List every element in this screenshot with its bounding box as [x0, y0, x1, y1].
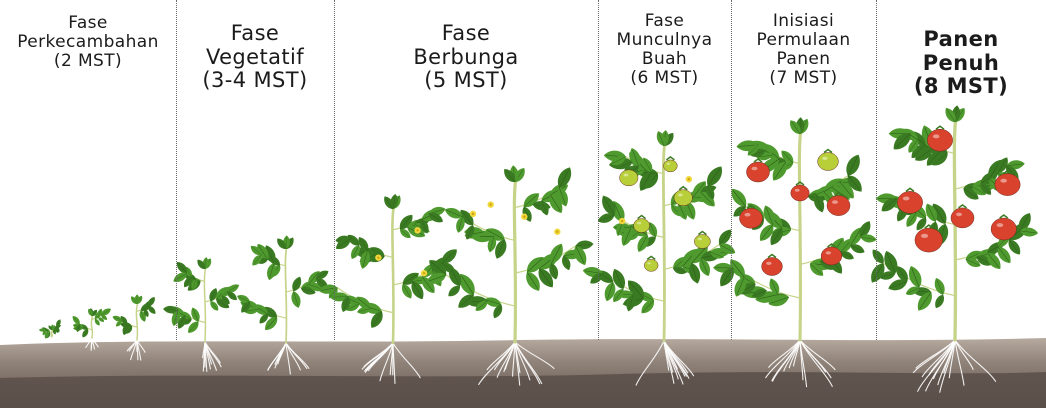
- stage-label-line: (2 MST): [0, 52, 176, 71]
- tomato-fruit-icon: [634, 219, 650, 233]
- stage-label-line: (8 MST): [876, 75, 1046, 99]
- stage-label-line: Vegetatif: [176, 46, 334, 70]
- tomato-fruit-icon: [827, 196, 850, 216]
- tomato-fruit-icon: [927, 129, 952, 151]
- stage-label-line: Perkecambahan: [0, 33, 176, 52]
- stage-label-germination: Fase Perkecambahan (2 MST): [0, 14, 176, 71]
- stage-label-line: Panen: [731, 50, 876, 69]
- tomato-plant-icon: [713, 117, 877, 340]
- tomato-fruit-icon: [620, 170, 638, 186]
- stage-label-fruiting: Fase Munculnya Buah (6 MST): [598, 12, 731, 88]
- stage-label-line: (6 MST): [598, 69, 731, 88]
- tomato-fruit-icon: [995, 174, 1020, 196]
- tomato-fruit-icon: [740, 208, 763, 228]
- tomato-fruit-icon: [915, 228, 943, 252]
- stage-label-line: Fase: [334, 22, 598, 46]
- stage-label-line: Fase: [598, 12, 731, 31]
- tomato-fruit-icon: [951, 208, 974, 228]
- tomato-plant-icon: [236, 235, 331, 343]
- tomato-seedling-icon: [39, 318, 62, 339]
- stage-label-line: (3-4 MST): [176, 69, 334, 93]
- soil-deep-layer: [0, 372, 1046, 408]
- tomato-plant-icon: [163, 257, 241, 342]
- tomato-fruit-icon: [762, 258, 783, 276]
- tomato-fruit-icon: [991, 218, 1016, 240]
- tomato-fruit-icon: [644, 259, 658, 271]
- tomato-fruit-icon: [694, 235, 710, 249]
- tomato-fruit-icon: [664, 160, 678, 172]
- stage-label-vegetative: Fase Vegetatif (3-4 MST): [176, 22, 334, 93]
- stage-label-line: Inisiasi: [731, 12, 876, 31]
- stage-label-line: Berbunga: [334, 46, 598, 70]
- tomato-seedling-icon: [71, 306, 113, 338]
- stage-label-line: Buah: [598, 50, 731, 69]
- tomato-plant-icon: [582, 130, 737, 341]
- stage-label-line: (5 MST): [334, 69, 598, 93]
- tomato-fruit-icon: [791, 185, 809, 201]
- tomato-fruit-icon: [818, 153, 839, 171]
- stage-label-line: Panen: [876, 28, 1046, 52]
- stage-label-line: Fase: [176, 22, 334, 46]
- tomato-fruit-icon: [747, 162, 770, 182]
- tomato-fruit-icon: [897, 191, 922, 213]
- stage-label-flowering: Fase Berbunga (5 MST): [334, 22, 598, 93]
- tomato-seedling-icon: [112, 294, 158, 340]
- stage-label-line: Permulaan: [731, 31, 876, 50]
- tomato-fruit-icon: [821, 247, 842, 265]
- stage-label-line: Munculnya: [598, 31, 731, 50]
- tomato-plant-icon: [867, 105, 1038, 340]
- tomato-fruit-icon: [674, 190, 692, 206]
- stage-label-line: Penuh: [876, 52, 1046, 76]
- stage-label-full-harvest: Panen Penuh (8 MST): [876, 28, 1046, 99]
- stage-label-line: Fase: [0, 14, 176, 33]
- stage-label-line: (7 MST): [731, 69, 876, 88]
- stage-label-harvest-start: Inisiasi Permulaan Panen (7 MST): [731, 12, 876, 88]
